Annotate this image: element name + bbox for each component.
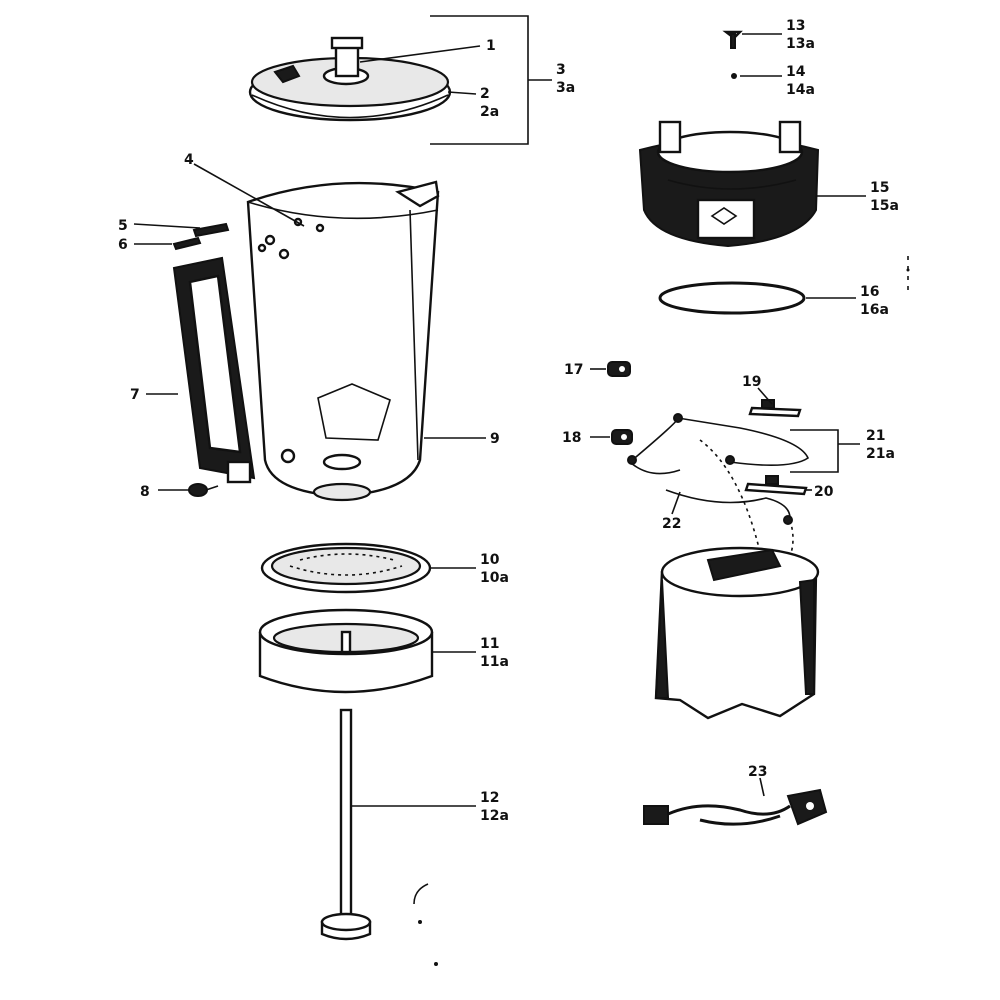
switch-17 [607,361,631,377]
label-8: 8 [140,484,150,500]
label-21: 21 [866,428,885,444]
label-13a: 13a [786,36,815,52]
label-19: 19 [742,374,761,390]
label-10: 10 [480,552,500,568]
label-12: 12 [480,790,499,806]
label-16: 16 [860,284,879,300]
switch-18 [611,429,633,445]
screw-13 [722,30,743,49]
basket [258,608,434,694]
label-20: 20 [814,484,834,500]
label-17: 17 [564,362,583,378]
clip-19 [748,399,802,418]
label-15a: 15a [870,198,899,214]
clip-20 [744,475,808,496]
label-15: 15 [870,180,889,196]
label-6: 6 [118,237,128,253]
label-13: 13 [786,18,805,34]
handle [172,256,256,484]
part-labels: 1 2 2a 3 3a 4 5 6 7 8 9 10 10a 11 11a 12… [118,18,899,824]
motor-housing [638,120,820,248]
label-5: 5 [118,218,128,234]
label-2: 2 [480,86,490,102]
shaft [320,708,372,941]
label-11a: 11a [480,654,509,670]
label-7: 7 [130,387,140,403]
bead-14 [731,73,737,79]
screw-8 [188,483,219,497]
label-23: 23 [748,764,767,780]
label-16a: 16a [860,302,889,318]
label-22: 22 [662,516,681,532]
gasket-ring [658,281,806,315]
label-11: 11 [480,636,499,652]
scan-specks [413,256,910,966]
wiring [627,413,810,557]
label-2a: 2a [480,104,499,120]
label-18: 18 [562,430,581,446]
label-4: 4 [184,152,194,168]
label-10a: 10a [480,570,509,586]
label-1: 1 [486,38,496,54]
label-3: 3 [556,62,566,78]
label-12a: 12a [480,808,509,824]
strainer-disc [260,542,432,594]
leader-lines [133,15,866,807]
jar [246,180,440,502]
base-housing [654,546,820,720]
screw-parts [172,222,230,251]
label-14a: 14a [786,82,815,98]
power-cord [643,788,828,826]
label-9: 9 [490,431,500,447]
label-3a: 3a [556,80,575,96]
lid-assembly [248,36,452,122]
label-14: 14 [786,64,806,80]
label-21a: 21a [866,446,895,462]
